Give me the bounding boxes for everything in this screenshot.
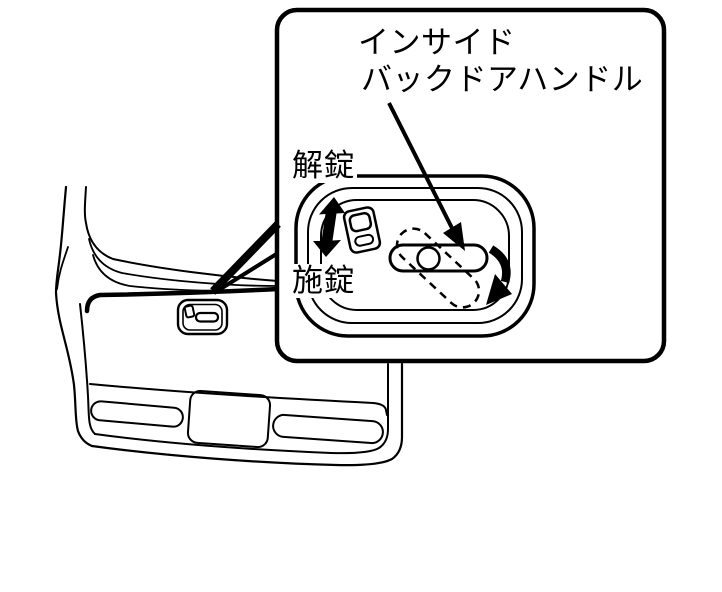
callout-box bbox=[274, 7, 667, 364]
handle-bezel-recess-ring bbox=[320, 199, 510, 311]
door-lock-knob-small bbox=[183, 304, 196, 319]
handle-bezel-middle-ring bbox=[307, 187, 523, 324]
door-left-slot bbox=[90, 400, 184, 428]
unlock-label: 解錠 bbox=[290, 148, 357, 184]
handle-name-label-line2: バックドアハンドル bbox=[359, 62, 646, 98]
wedge-lower-line bbox=[212, 251, 280, 295]
handle-name-label-line1: インサイド bbox=[356, 25, 518, 61]
lock-label: 施錠 bbox=[290, 263, 357, 299]
door-panel-top-line bbox=[84, 286, 281, 314]
callout-pointer-wedge bbox=[210, 221, 281, 295]
door-band-top-line bbox=[89, 383, 388, 416]
leader-line bbox=[387, 102, 458, 237]
magnified-handle-view bbox=[294, 174, 536, 338]
lock-knob bbox=[342, 206, 382, 254]
handle-rotated-position-dashed bbox=[395, 227, 481, 309]
lock-knob-cap bbox=[348, 211, 373, 233]
door-handle-grip-small bbox=[194, 311, 220, 323]
unlock-lock-direction-arrow bbox=[313, 197, 345, 257]
door-outer-bottom-right-edge bbox=[90, 362, 404, 467]
wedge-upper-line bbox=[210, 221, 281, 294]
door-flare-curve bbox=[56, 246, 69, 290]
door-left-inner-lower-edge bbox=[79, 303, 96, 435]
lock-knob-slot bbox=[354, 233, 375, 247]
door-handle-bezel-outer bbox=[176, 298, 229, 336]
rotate-handle-arrow-body bbox=[488, 245, 511, 284]
handle-bezel-outer-ring bbox=[294, 174, 536, 338]
back-door-drawing bbox=[54, 185, 404, 467]
rotate-handle-arrow-head bbox=[486, 274, 512, 305]
door-left-outer-edge bbox=[54, 185, 94, 448]
door-sill-line-2 bbox=[88, 238, 279, 287]
label-leader-arrow bbox=[387, 102, 465, 251]
handle-pivot bbox=[416, 246, 441, 271]
door-inner-bottom-right-edge bbox=[94, 363, 389, 455]
leader-arrow-head bbox=[443, 222, 465, 251]
door-pillar-inner-line bbox=[83, 186, 279, 282]
door-handle-bezel-inner bbox=[182, 303, 223, 331]
door-right-slot bbox=[272, 413, 384, 445]
lock-knob-body bbox=[342, 206, 382, 254]
license-plate-recess bbox=[186, 389, 272, 449]
